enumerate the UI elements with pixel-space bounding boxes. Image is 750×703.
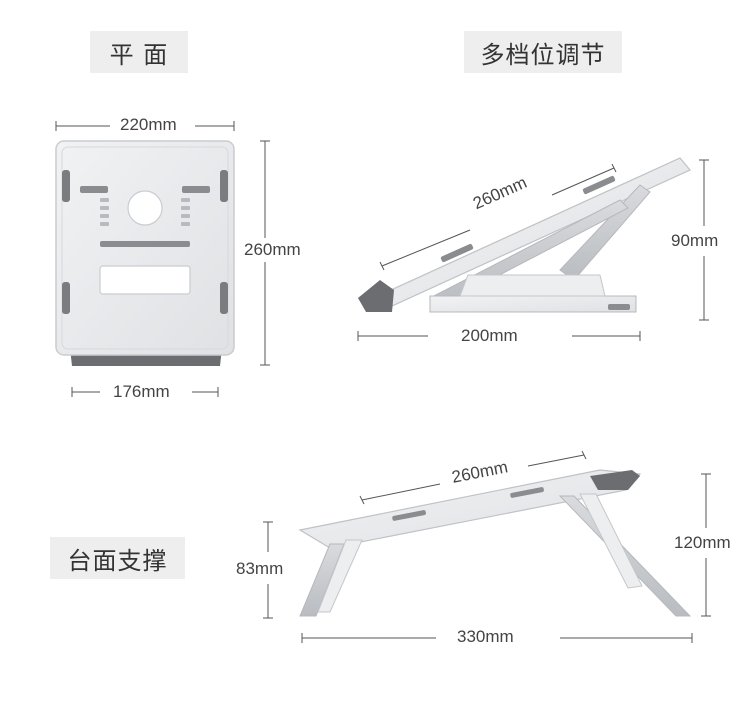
base-frame: [429, 295, 637, 313]
desk-support-label: 台面支撑: [50, 537, 185, 579]
desk-left-height-dimension: 83mm: [236, 559, 284, 578]
flat-width-dimension: 220mm: [120, 115, 177, 134]
desk-dim-lines: [263, 450, 711, 643]
left-leg: [299, 543, 345, 617]
multi-position-label: 多档位调节: [464, 31, 622, 73]
grip-top-right: [220, 170, 228, 202]
multi-height-dimension: 90mm: [671, 231, 719, 250]
front-lip: [358, 280, 394, 312]
stand-plate: [55, 140, 235, 356]
center-hole: [127, 190, 163, 226]
grip-bottom-left: [62, 282, 70, 314]
desk-rubber: [590, 470, 640, 490]
grip-bottom-right: [220, 282, 228, 314]
hinge-bar: [100, 241, 190, 247]
multi-dim-lines: [357, 159, 709, 341]
flat-dim-lines: [55, 121, 270, 397]
multi-base-dimension: 200mm: [461, 326, 518, 345]
desk-span-dimension: 330mm: [457, 627, 514, 646]
flat-view-stand: [55, 140, 235, 366]
flat-height-dimension: 260mm: [244, 240, 301, 259]
handle-slot: [99, 265, 191, 295]
flat-view-label: 平 面: [90, 31, 188, 73]
desk-support-stand: [298, 469, 692, 617]
grip-top-left: [62, 170, 70, 202]
desk-right-height-dimension: 120mm: [674, 533, 731, 552]
flat-base-width-dimension: 176mm: [113, 382, 170, 401]
multi-position-stand: [358, 157, 691, 313]
